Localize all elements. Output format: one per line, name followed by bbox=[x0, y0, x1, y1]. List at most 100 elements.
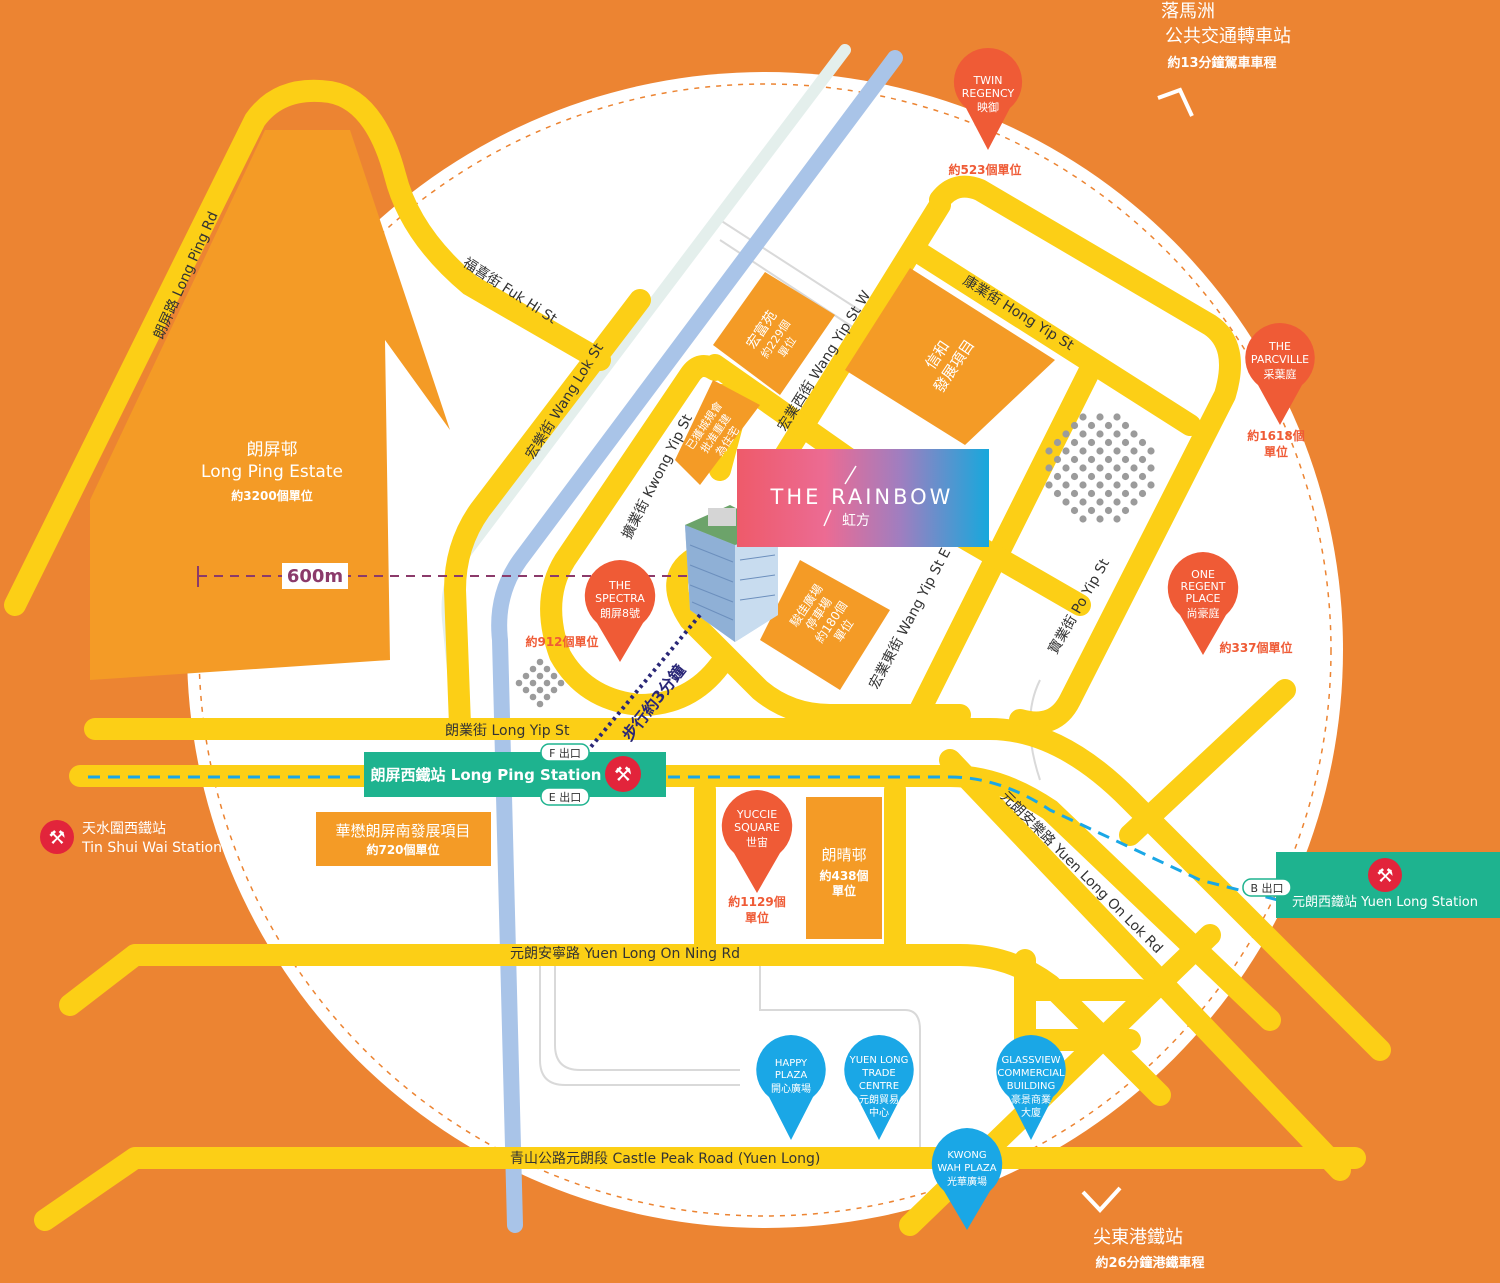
svg-text:光華廣場: 光華廣場 bbox=[947, 1175, 987, 1188]
svg-text:PLAZA: PLAZA bbox=[775, 1070, 808, 1081]
svg-text:采葉庭: 采葉庭 bbox=[1264, 367, 1297, 381]
svg-text:YUEN LONG: YUEN LONG bbox=[849, 1055, 909, 1066]
block-wah-yin bbox=[316, 812, 491, 866]
dot-grid-west bbox=[515, 658, 565, 708]
block-shun-ho bbox=[845, 268, 1055, 445]
svg-text:大廈: 大廈 bbox=[1021, 1106, 1041, 1119]
svg-text:⚒: ⚒ bbox=[614, 762, 632, 786]
road-on-lok-rd bbox=[939, 749, 1351, 1181]
north-note: 約13分鐘駕車車程 bbox=[1167, 55, 1276, 71]
svg-text:GLASSVIEW: GLASSVIEW bbox=[1001, 1055, 1060, 1066]
road-top-loop bbox=[929, 175, 1241, 734]
road-spectra-loop bbox=[666, 544, 971, 726]
svg-text:朗屏8號: 朗屏8號 bbox=[600, 607, 640, 620]
rail-dashed-east bbox=[949, 775, 1279, 902]
tin-shui-wai-zh: 天水圍西鐵站 bbox=[82, 820, 166, 837]
radius-circle bbox=[187, 72, 1343, 1228]
svg-text:BUILDING: BUILDING bbox=[1007, 1081, 1056, 1092]
svg-text:YUCCIE: YUCCIE bbox=[736, 808, 777, 821]
svg-text:中心: 中心 bbox=[869, 1106, 889, 1119]
svg-text:單位: 單位 bbox=[745, 910, 769, 925]
mtr-logo-long-ping bbox=[605, 756, 641, 792]
svg-text:SPECTRA: SPECTRA bbox=[595, 592, 645, 605]
long-ping-estate-area bbox=[90, 130, 450, 680]
road-hong-yip-st bbox=[904, 239, 1201, 436]
svg-text:約1618個: 約1618個 bbox=[1247, 428, 1304, 443]
svg-text:WAH PLAZA: WAH PLAZA bbox=[937, 1163, 996, 1174]
pin-glassview-commercial-building: GLASSVIEW COMMERCIAL BUILDING 豪景商業 大廈 bbox=[996, 1035, 1066, 1140]
long-ching-label: 朗晴邨 bbox=[821, 846, 866, 864]
brand-zh: 虹方 bbox=[842, 513, 870, 529]
pin-yuccie-square: YUCCIE SQUARE 世宙 約1129個 單位 bbox=[721, 790, 793, 925]
svg-text:REGENT: REGENT bbox=[1180, 580, 1225, 593]
svg-text:尚豪庭: 尚豪庭 bbox=[1187, 606, 1220, 620]
svg-text:⚒: ⚒ bbox=[1376, 865, 1393, 887]
tin-shui-wai-en: Tin Shui Wai Station bbox=[81, 840, 222, 856]
svg-text:單位: 單位 bbox=[1264, 444, 1288, 459]
walk-path bbox=[588, 613, 702, 750]
exit-f-label: F 出口 bbox=[549, 746, 581, 760]
svg-text:豪景商業: 豪景商業 bbox=[1011, 1093, 1051, 1106]
svg-text:PARCVILLE: PARCVILLE bbox=[1251, 353, 1309, 366]
road-east-stub bbox=[1119, 679, 1296, 846]
block-rezoned bbox=[675, 380, 760, 485]
road-wang-lok-st bbox=[444, 289, 651, 736]
svg-text:約337個單位: 約337個單位 bbox=[1219, 640, 1292, 655]
block-wang-fu bbox=[713, 272, 835, 395]
svg-text:約1129個: 約1129個 bbox=[728, 894, 785, 909]
south-arrow-icon bbox=[1081, 1186, 1122, 1213]
wah-yin-label: 華懋朗屏南發展項目 bbox=[335, 822, 470, 840]
svg-text:THE: THE bbox=[608, 579, 631, 592]
pin-kwong-wah-plaza: KWONG WAH PLAZA 光華廣場 bbox=[931, 1128, 1003, 1230]
road-long-ping-rd bbox=[4, 79, 611, 616]
long-ping-station-label: 朗屏西鐵站 Long Ping Station bbox=[371, 766, 602, 784]
svg-text:映御: 映御 bbox=[977, 100, 999, 114]
pin-twin-regency: TWIN REGENCY 映御 約523個單位 bbox=[948, 47, 1023, 177]
south-note: 約26分鐘港鐵車程 bbox=[1095, 1255, 1204, 1271]
long-ching-units2: 單位 bbox=[832, 883, 856, 898]
label-long-yip-st: 朗業街 Long Yip St bbox=[445, 723, 570, 739]
long-ping-estate-en: Long Ping Estate bbox=[201, 462, 343, 482]
radius-circle-outline bbox=[195, 80, 1335, 1220]
svg-text:ONE: ONE bbox=[1191, 568, 1215, 581]
north-arrow-icon bbox=[1157, 87, 1194, 117]
svg-text:元朗貿易: 元朗貿易 bbox=[859, 1094, 899, 1106]
svg-text:約523個單位: 約523個單位 bbox=[948, 162, 1021, 177]
svg-text:THE: THE bbox=[1268, 340, 1291, 353]
svg-text:CENTRE: CENTRE bbox=[859, 1081, 899, 1092]
long-ping-estate-units: 約3200個單位 bbox=[231, 488, 312, 503]
pin-the-parcville: THE PARCVILLE 采葉庭 約1618個 單位 bbox=[1245, 323, 1315, 459]
svg-text:世宙: 世宙 bbox=[746, 835, 768, 849]
exit-f-tag bbox=[540, 743, 590, 762]
svg-text:開心廣場: 開心廣場 bbox=[771, 1082, 811, 1095]
svg-text:TRADE: TRADE bbox=[861, 1068, 896, 1079]
block-car-park bbox=[760, 560, 890, 690]
yuen-long-station-label: 元朗西鐵站 Yuen Long Station bbox=[1292, 894, 1478, 910]
pin-happy-plaza: HAPPY PLAZA 開心廣場 bbox=[756, 1035, 826, 1140]
svg-text:⚒: ⚒ bbox=[48, 827, 65, 849]
svg-text:PLACE: PLACE bbox=[1186, 592, 1221, 605]
blocks bbox=[316, 268, 1055, 939]
label-castle-peak-rd: 青山公路元朗段 Castle Peak Road (Yuen Long) bbox=[510, 1151, 820, 1167]
long-ping-estate-zh: 朗屏邨 bbox=[247, 440, 298, 460]
pin-the-spectra: THE SPECTRA 朗屏8號 約912個單位 bbox=[525, 560, 656, 662]
north-destination: 落馬洲 bbox=[1161, 1, 1215, 22]
inner-dashed-circle bbox=[198, 83, 1332, 1217]
road-long-yip-st bbox=[84, 718, 1391, 1061]
svg-text:約912個單位: 約912個單位 bbox=[525, 634, 598, 649]
svg-text:REGENCY: REGENCY bbox=[962, 87, 1015, 100]
exit-e-label: E 出口 bbox=[549, 790, 581, 804]
exit-e-tag bbox=[540, 787, 590, 806]
brand-box bbox=[737, 449, 989, 547]
long-ching-units1: 約438個 bbox=[819, 868, 868, 883]
svg-text:COMMERCIAL: COMMERCIAL bbox=[997, 1068, 1065, 1079]
wah-yin-units: 約720個單位 bbox=[366, 842, 439, 857]
road-wang-yip-st-e bbox=[909, 359, 1101, 721]
svg-text:TWIN: TWIN bbox=[972, 74, 1002, 87]
pin-one-regent-place: ONE REGENT PLACE 尚豪庭 約337個單位 bbox=[1167, 552, 1293, 655]
brand-name: THE RAINBOW bbox=[770, 485, 954, 509]
block-long-ching bbox=[806, 797, 882, 939]
label-on-ning-rd: 元朗安寧路 Yuen Long On Ning Rd bbox=[510, 945, 740, 962]
pin-yuen-long-trade-centre: YUEN LONG TRADE CENTRE 元朗貿易 中心 bbox=[844, 1035, 914, 1140]
